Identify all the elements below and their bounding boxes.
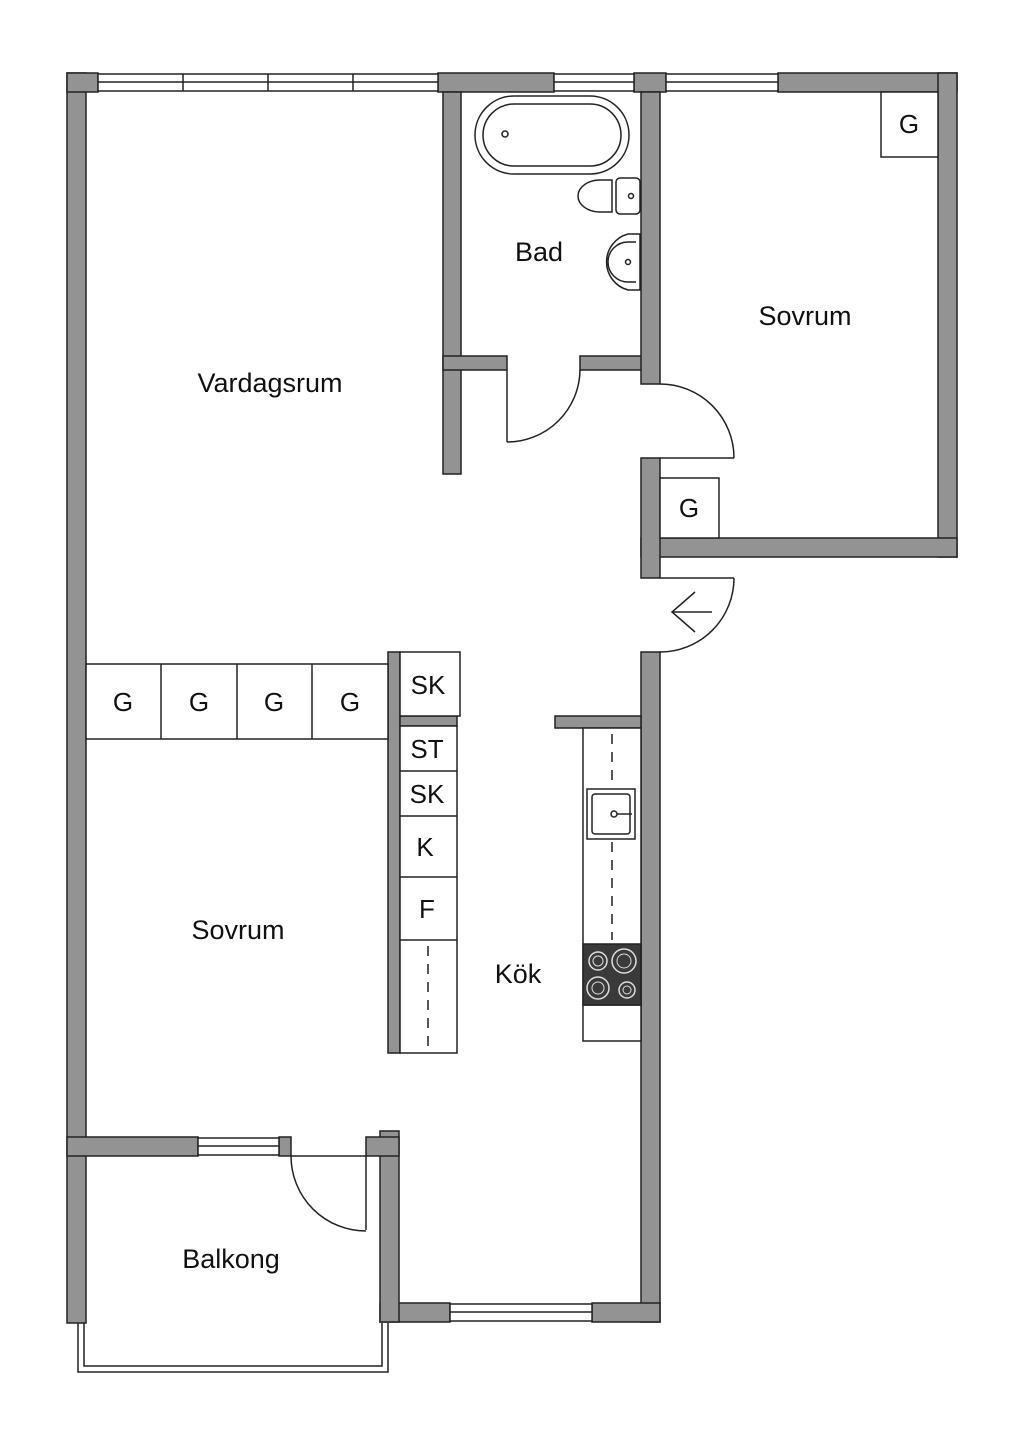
- room-label-living: Vardagsrum: [197, 368, 342, 398]
- room-label-bedroom-w: Sovrum: [191, 915, 284, 945]
- door-bath: [506, 369, 581, 443]
- wardrobe-ne-hall: G: [659, 477, 720, 539]
- wardrobe-row: G G G G: [85, 663, 389, 740]
- door-entrance: [659, 577, 735, 653]
- room-label-kitchen: Kök: [495, 959, 542, 989]
- freezer-label: F: [419, 894, 435, 924]
- closet-top-label: SK: [411, 670, 446, 700]
- closet-sk-label: SK: [410, 779, 445, 809]
- window-top-living: [97, 73, 439, 92]
- fridge-label: K: [416, 832, 434, 862]
- windows: [97, 73, 779, 1322]
- closet-top: SK: [399, 651, 461, 717]
- window-top-bath: [553, 73, 635, 92]
- room-label-bedroom-ne: Sovrum: [758, 301, 851, 331]
- kitchen-counter: [582, 727, 642, 1042]
- toilet-icon: [577, 177, 641, 215]
- doors: [290, 369, 735, 1232]
- room-label-balcony: Balkong: [182, 1244, 280, 1274]
- kitchen-column: ST SK K F: [399, 725, 458, 1054]
- sink-icon: [605, 233, 641, 291]
- window-kitchen: [449, 1303, 593, 1322]
- wardrobe-row-label-1: G: [113, 687, 133, 717]
- window-top-bedroom: [665, 73, 779, 92]
- wardrobe-row-label-3: G: [264, 687, 284, 717]
- storage-units: G G G G G G SK: [85, 91, 939, 1054]
- closet-st-label: ST: [410, 734, 443, 764]
- wardrobe-row-label-2: G: [189, 687, 209, 717]
- wardrobe-ne-hall-label: G: [679, 493, 699, 523]
- bathtub-icon: [474, 95, 630, 175]
- room-label-bath: Bad: [515, 237, 563, 267]
- kitchen-sink-icon: [586, 788, 636, 840]
- balcony-railing: [77, 1323, 389, 1373]
- door-balcony: [290, 1155, 367, 1232]
- wardrobe-ne-corner-label: G: [899, 109, 919, 139]
- room-labels: Vardagsrum Bad Sovrum Sovrum Kök Balkong: [182, 237, 851, 1274]
- door-bedroom-ne: [659, 383, 735, 459]
- stove-icon: [582, 943, 642, 1006]
- window-bedroom-w: [197, 1137, 280, 1156]
- bathroom-fixtures: [474, 95, 641, 291]
- wardrobe-ne-corner: G: [880, 91, 939, 158]
- wardrobe-row-label-4: G: [340, 687, 360, 717]
